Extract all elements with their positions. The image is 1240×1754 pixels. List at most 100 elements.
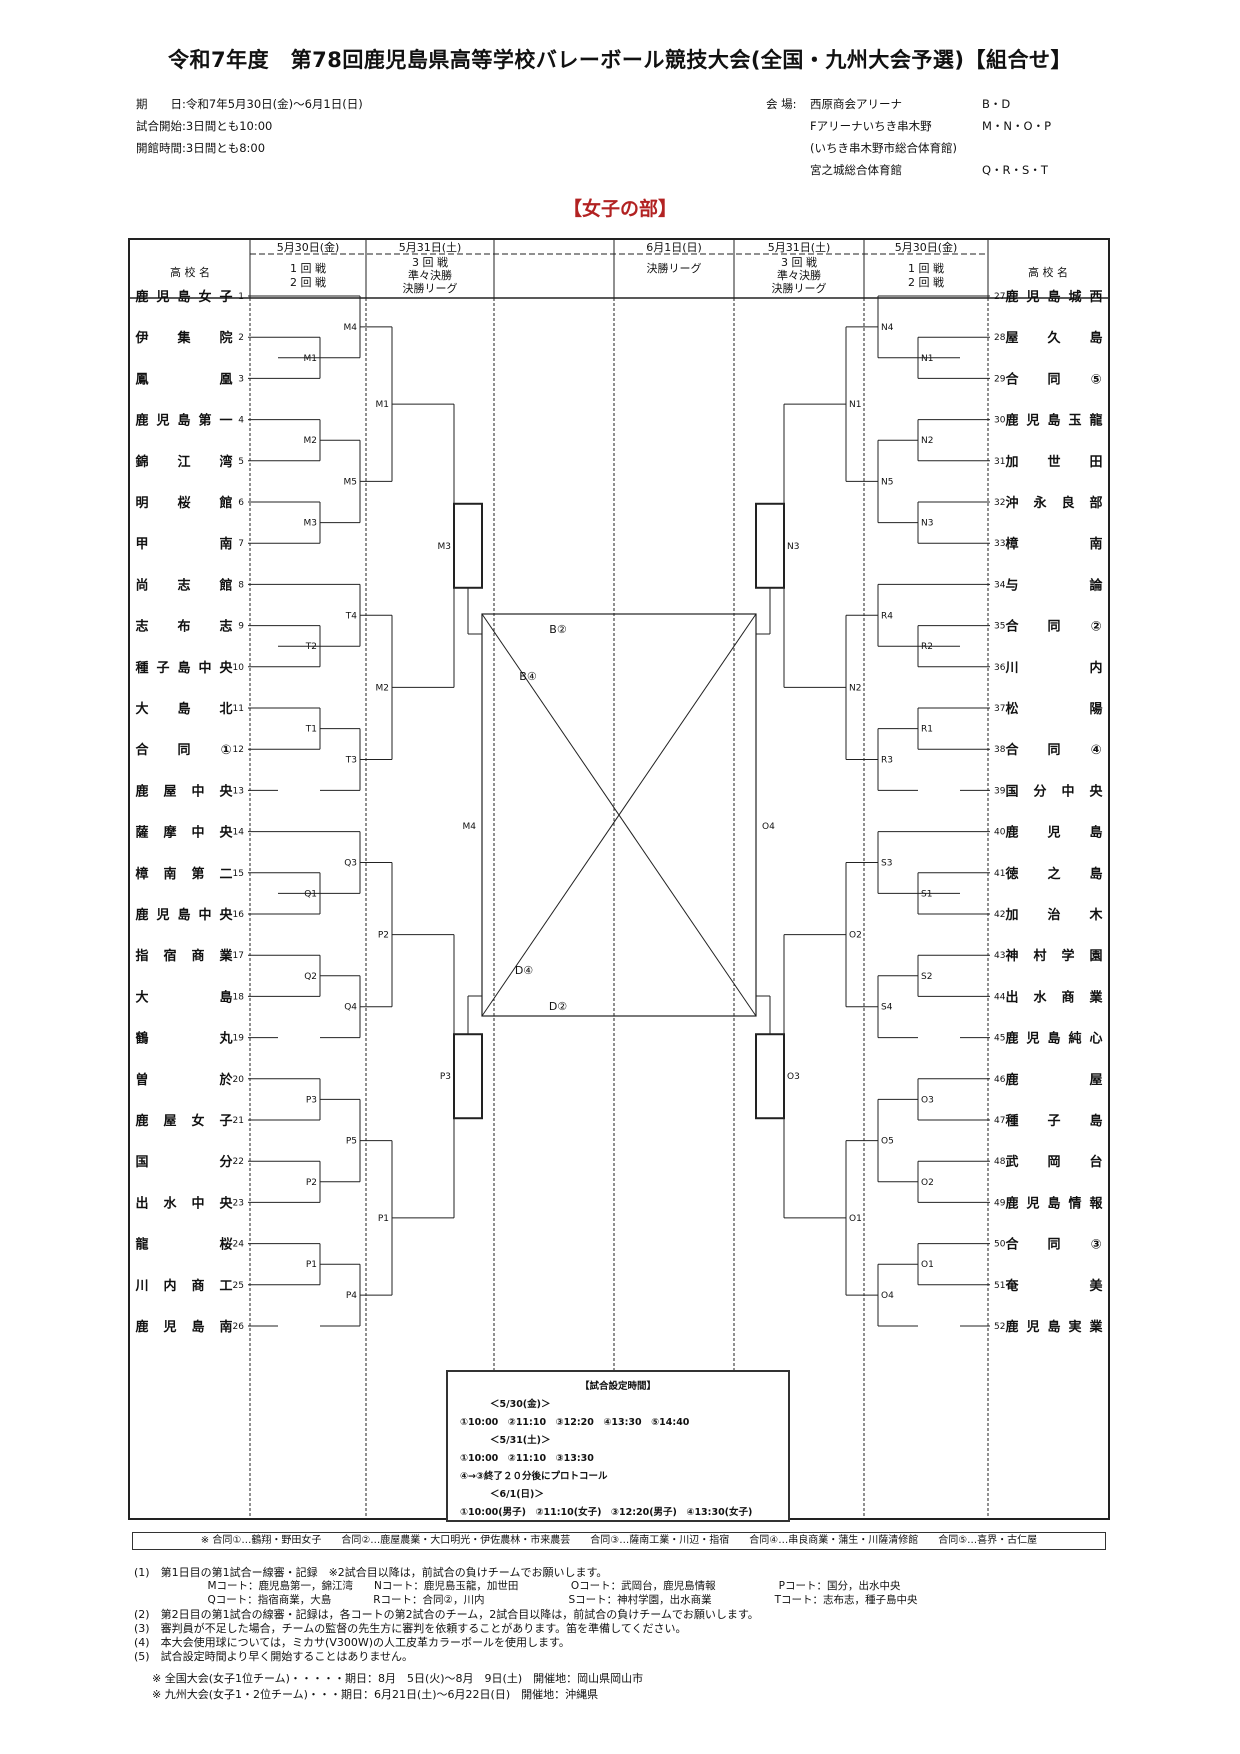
team-name-char: 鹿 [1005, 825, 1018, 841]
team-name-char: 島 [177, 413, 190, 429]
schedule-line: ＜6/1(日)＞ [490, 1489, 544, 1500]
team-name-char: 院 [219, 330, 232, 346]
match-label: S1 [921, 889, 932, 899]
team-name-char: 島 [191, 1319, 204, 1335]
team-name-char: 志 [177, 577, 190, 593]
team-name-char: 志 [135, 619, 148, 635]
team-name-char: 錦 [135, 454, 148, 470]
schedule-box: 【試合設定時間】 ＜5/30(金)＞ ①10:00 ②11:10 ③12:20 … [446, 1370, 790, 1522]
match-label: M5 [344, 477, 358, 487]
venue-name: Fアリーナいちき串木野 [810, 119, 932, 133]
team-name-char: 工 [219, 1279, 232, 1294]
team-number: 12 [233, 745, 244, 755]
final-league-box [481, 613, 757, 1017]
team-name-char: 鹿 [135, 1319, 148, 1335]
header-round: 決勝リーグ [403, 281, 458, 295]
match-label: O5 [881, 1137, 894, 1147]
team-name-char: 部 [1089, 495, 1102, 511]
team-name-char: 出 [135, 1195, 148, 1211]
header-round: 準々決勝 [408, 268, 452, 282]
team-name-char: 中 [191, 783, 204, 799]
team-name-char: 島 [1089, 330, 1102, 346]
schedule-line: ＜5/31(土)＞ [490, 1435, 551, 1446]
team-number: 49 [994, 1198, 1006, 1208]
final-court-mark: B④ [519, 670, 537, 683]
team-number: 7 [238, 539, 244, 549]
match-label: O4 [881, 1291, 894, 1301]
header-school-label: 高 校 名 [1028, 265, 1068, 279]
team-name-char: 沖 [1005, 495, 1018, 511]
team-name-char: 良 [1061, 495, 1074, 511]
venue-name: (いちき串木野市総合体育館) [810, 141, 957, 155]
team-name-char: 国 [1005, 784, 1018, 799]
team-name-char: 中 [191, 1195, 204, 1211]
team-name-char: ⑤ [1090, 372, 1101, 387]
team-name-char: 同 [1047, 1238, 1060, 1253]
match-label: P4 [346, 1291, 357, 1301]
match-label: P5 [346, 1137, 357, 1147]
team-number: 44 [994, 992, 1006, 1002]
team-number: 31 [994, 457, 1005, 467]
team-number: 39 [994, 786, 1006, 796]
team-name-char: 央 [219, 660, 233, 676]
team-number: 28 [994, 333, 1006, 343]
team-number: 19 [233, 1034, 245, 1044]
team-name-char: 岡 [1047, 1155, 1060, 1170]
combined-team-note: ※ 合同①…鶴翔・野田女子 合同②…鹿屋農業・大口明光・伊佐農林・市来農芸 合同… [132, 1532, 1106, 1550]
team-name-char: 央 [219, 907, 233, 923]
team-name-char: 商 [191, 948, 204, 964]
team-name-char: 屋 [1005, 331, 1018, 346]
team-name-char: 央 [219, 783, 233, 799]
team-number: 43 [994, 951, 1005, 961]
team-name-char: 村 [1033, 948, 1046, 964]
team-number: 52 [994, 1322, 1005, 1332]
header-date: 5月30日(金) [277, 240, 340, 254]
team-name-char: 業 [1088, 989, 1103, 1005]
team-name-char: 屋 [163, 1114, 176, 1129]
team-number: 10 [233, 663, 245, 673]
match-label: T2 [305, 642, 317, 652]
team-name-char: 内 [1089, 660, 1102, 676]
header-round: 1 回 戦 [290, 262, 326, 275]
team-name-char: 児 [155, 908, 169, 923]
team-name-char: ① [220, 743, 231, 758]
team-name-char: 城 [1068, 289, 1081, 305]
header-round: 2 回 戦 [908, 276, 944, 289]
team-name-char: 分 [219, 1154, 232, 1170]
header-round: 3 回 戦 [412, 256, 448, 269]
team-number: 21 [233, 1116, 244, 1126]
team-number: 8 [238, 580, 244, 590]
note-line: (2) 第2日目の第1試合の線審・記録は，各コートの第2試合のチーム，2試合目以… [134, 1608, 759, 1621]
match-label: M4 [463, 822, 477, 832]
team-name-char: 合 [1005, 742, 1019, 758]
match-label: M2 [376, 683, 390, 693]
team-number: 15 [233, 869, 244, 879]
team-name-char: 北 [219, 702, 232, 717]
final-court-mark: D② [549, 1000, 567, 1013]
venues-label: 会 場: [766, 97, 797, 111]
team-name-char: 児 [1025, 414, 1039, 429]
team-number: 51 [994, 1281, 1005, 1291]
team-name-char: 鶴 [135, 1031, 148, 1047]
match-label: R2 [921, 642, 933, 652]
team-number: 33 [994, 539, 1005, 549]
team-number: 25 [233, 1281, 244, 1291]
team-name-char: 大 [135, 989, 148, 1005]
match-label: N4 [881, 323, 894, 333]
match-label: S3 [881, 859, 892, 869]
team-name-char: 子 [156, 661, 169, 676]
header-round: 3 回 戦 [781, 256, 817, 269]
final-diagonal [481, 613, 757, 1017]
team-name-char: 南 [219, 536, 232, 552]
team-name-char: 田 [1089, 455, 1102, 470]
team-name-char: 一 [219, 414, 232, 429]
team-number: 48 [994, 1157, 1006, 1167]
team-name-char: 島 [1089, 866, 1102, 882]
match-label: R3 [881, 756, 893, 766]
team-name-char: 島 [177, 289, 190, 305]
team-name-char: 合 [1005, 1237, 1019, 1253]
match-label: N2 [849, 683, 861, 693]
team-number: 3 [238, 374, 244, 384]
team-number: 47 [994, 1116, 1005, 1126]
